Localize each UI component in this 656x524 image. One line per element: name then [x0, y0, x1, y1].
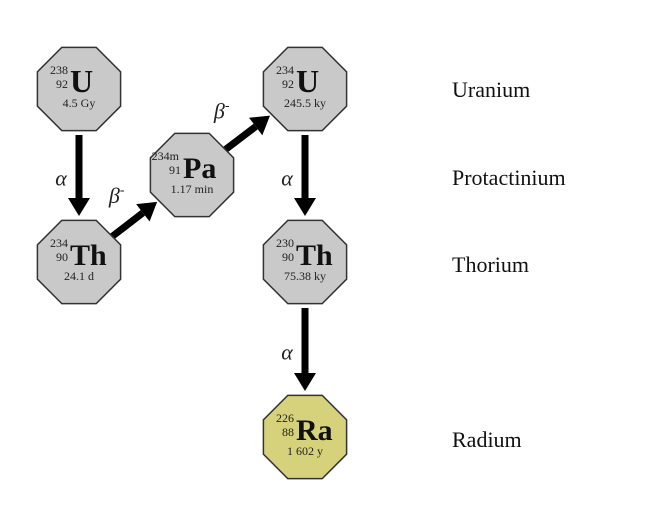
half-life: 75.38 ky	[284, 269, 326, 283]
arrow-head	[136, 201, 158, 222]
decay-type-label: β-	[108, 183, 125, 208]
arrow-shaft	[223, 123, 258, 153]
arrow-head	[68, 198, 90, 216]
atomic-number: 92	[282, 77, 294, 91]
decay-arrow	[294, 135, 316, 216]
element-name-label: Radium	[452, 427, 522, 452]
decay-type-label: α	[281, 166, 293, 191]
half-life: 4.5 Gy	[63, 96, 96, 110]
element-symbol: U	[70, 63, 93, 99]
decay-type-label: α	[55, 166, 67, 191]
octagon-shape	[36, 46, 122, 132]
decay-type-label: β-	[213, 99, 230, 124]
half-life: 24.1 d	[64, 269, 94, 283]
element-name-label: Uranium	[452, 77, 530, 102]
element-symbol: Th	[296, 239, 333, 272]
half-life: 1 602 y	[287, 444, 323, 458]
arrow-head	[294, 373, 316, 391]
octagon-shape	[262, 219, 348, 305]
atomic-number: 91	[169, 163, 181, 177]
octagon-shape	[262, 46, 348, 132]
half-life: 1.17 min	[171, 182, 214, 196]
octagon-shape	[262, 394, 348, 480]
arrow-head	[294, 198, 316, 216]
atomic-number: 90	[56, 250, 68, 264]
atomic-number: 92	[56, 77, 68, 91]
mass-number: 238	[50, 63, 68, 77]
decay-arrow	[294, 308, 316, 391]
decay-arrow	[110, 201, 158, 240]
mass-number: 234m	[152, 149, 180, 163]
half-life: 245.5 ky	[284, 96, 326, 110]
element-name-label: Protactinium	[452, 165, 566, 190]
mass-number: 226	[276, 411, 294, 425]
element-symbol: U	[296, 63, 319, 99]
element-symbol: Ra	[296, 414, 333, 447]
element-symbol: Th	[70, 239, 107, 272]
mass-number: 234	[276, 63, 294, 77]
arrow-head	[249, 115, 270, 136]
octagon-shape	[36, 219, 122, 305]
atomic-number: 88	[282, 425, 294, 439]
decay-type-label: α	[281, 340, 293, 365]
decay-arrow	[68, 135, 90, 216]
element-name-label: Thorium	[452, 252, 529, 277]
mass-number: 234	[50, 236, 68, 250]
element-symbol: Pa	[183, 152, 216, 185]
arrow-shaft	[110, 210, 146, 240]
mass-number: 230	[276, 236, 294, 250]
atomic-number: 90	[282, 250, 294, 264]
octagon-shape	[149, 132, 235, 218]
decay-arrow	[223, 115, 270, 153]
